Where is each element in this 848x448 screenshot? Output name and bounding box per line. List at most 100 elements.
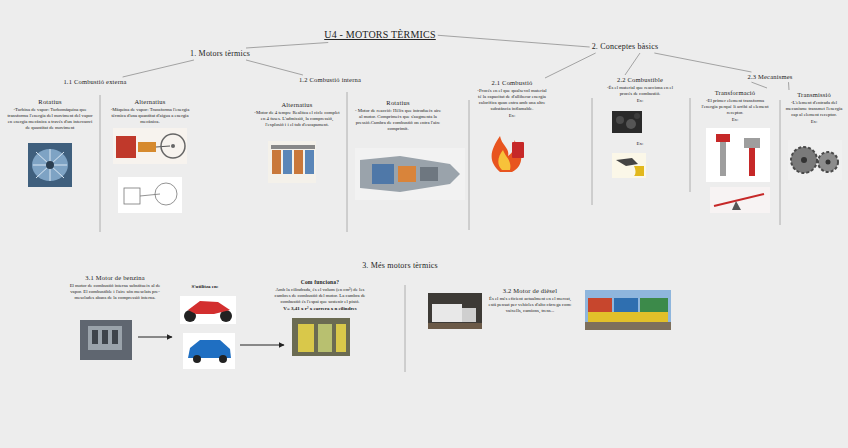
cylinder-picture bbox=[292, 318, 350, 356]
car-body bbox=[188, 340, 231, 358]
gear-axle bbox=[801, 157, 807, 163]
picture-ground bbox=[710, 187, 770, 213]
picture-ground bbox=[355, 148, 465, 200]
body-text: Ex: bbox=[475, 113, 549, 119]
heading-text: Transmissió bbox=[785, 91, 843, 99]
cylinder bbox=[138, 142, 156, 152]
separator-line bbox=[690, 98, 691, 192]
coal-lump bbox=[626, 119, 636, 129]
separator-line bbox=[347, 92, 348, 232]
heading-text: 3.1 Motor de benzina bbox=[65, 274, 165, 282]
wheel-outline bbox=[155, 183, 177, 205]
topic-heading: 1. Motors tèrmics bbox=[190, 49, 250, 59]
picture-ground bbox=[183, 333, 235, 369]
note-label: S'utilitza en: bbox=[191, 284, 218, 290]
flame-core bbox=[498, 150, 510, 170]
wheel bbox=[193, 355, 201, 363]
turbine-rotor bbox=[32, 149, 68, 181]
turbine-blades bbox=[33, 149, 67, 181]
container bbox=[588, 298, 612, 312]
fire-picture bbox=[492, 136, 524, 172]
road bbox=[428, 323, 482, 329]
heading-text: 2.2 Combustible bbox=[603, 76, 677, 84]
heading-text: 2.3 Mecanismes bbox=[747, 73, 792, 81]
topic-block: 2.1 Combustió-Procés en el que qualsevol… bbox=[475, 79, 549, 119]
heading-text: Alternatius bbox=[105, 98, 195, 106]
picture-ground bbox=[612, 111, 642, 133]
gear bbox=[791, 147, 817, 173]
picture-ground bbox=[268, 141, 316, 183]
topic-heading: 1.1 Combustió externa bbox=[63, 78, 126, 86]
flywheel bbox=[161, 134, 185, 158]
topic-block: Com funciona?Amb la cilindrada, és el vo… bbox=[272, 279, 368, 312]
cylinder bbox=[298, 324, 314, 352]
picture-ground bbox=[428, 293, 482, 329]
picture-ground bbox=[585, 290, 671, 330]
topic-block: 2.2 Combustible-És el material que reacc… bbox=[603, 76, 677, 104]
body-text: -És el material que reacciona en el proc… bbox=[603, 85, 677, 97]
screw-head bbox=[744, 138, 760, 148]
topic-block: Alternatius-Motor de 4 temps: Realitza e… bbox=[253, 101, 341, 128]
container bbox=[614, 298, 638, 312]
heading-text: Com funciona? bbox=[272, 279, 368, 286]
petrol-engine-picture bbox=[80, 320, 132, 360]
topic-heading: 2. Conceptes bàsics bbox=[592, 42, 659, 52]
body-text: Ex: bbox=[785, 119, 843, 125]
picture-ground bbox=[706, 128, 770, 182]
wheel bbox=[219, 355, 227, 363]
gear-axle bbox=[826, 160, 831, 165]
compressor bbox=[372, 164, 394, 184]
topic-block: Transmissió-L'element d'entrada del meca… bbox=[785, 91, 843, 125]
heading-text: Alternatius bbox=[253, 101, 341, 109]
picture-ground bbox=[180, 296, 236, 324]
cylinder bbox=[92, 330, 98, 344]
cylinder bbox=[305, 150, 314, 174]
heading-text: Rotatius bbox=[6, 98, 94, 106]
topic-heading: 2.3 Mecanismes bbox=[747, 73, 792, 81]
flywheel-hub bbox=[171, 144, 175, 148]
branch-line bbox=[246, 60, 303, 75]
car-picture bbox=[183, 333, 235, 369]
boiler bbox=[116, 136, 136, 158]
body-text: Ex: bbox=[603, 98, 677, 104]
separator-lines bbox=[100, 92, 780, 372]
branch-line bbox=[123, 60, 194, 77]
cylinder bbox=[102, 330, 108, 344]
heading-text: U4 - MOTORS TÈRMICS bbox=[324, 29, 436, 42]
heading-text: Transformació bbox=[699, 89, 771, 97]
four-stroke-picture bbox=[268, 141, 316, 183]
cylinder bbox=[336, 324, 346, 352]
turbine-picture bbox=[28, 143, 72, 187]
topic-heading: U4 - MOTORS TÈRMICS bbox=[324, 29, 436, 42]
picture-ground bbox=[292, 318, 350, 356]
wagons bbox=[588, 312, 668, 322]
picture-ground bbox=[612, 153, 646, 178]
flow-arrow bbox=[138, 337, 172, 338]
branch-line bbox=[246, 43, 328, 49]
picture-ground bbox=[118, 177, 182, 213]
picture-ground bbox=[788, 140, 842, 180]
heading-text: 2. Conceptes bàsics bbox=[592, 42, 659, 52]
branch-line bbox=[788, 82, 789, 90]
bodywork bbox=[188, 301, 230, 314]
body-text: -Procés en el que qualsevol material té … bbox=[475, 88, 549, 112]
cylinder bbox=[318, 324, 332, 352]
train-picture bbox=[585, 290, 671, 330]
gear-picture bbox=[788, 140, 842, 180]
turbine-hub bbox=[46, 161, 54, 169]
body-text: -Motor de 4 temps: Realitza el cicle com… bbox=[253, 110, 341, 128]
engine-casing bbox=[360, 156, 460, 192]
motorcycle-picture bbox=[180, 296, 236, 324]
topic-heading: 1.2 Combustió interna bbox=[299, 76, 361, 84]
turbine bbox=[420, 167, 438, 181]
truck-picture bbox=[428, 293, 482, 329]
branch-line bbox=[654, 53, 751, 72]
gear bbox=[818, 152, 838, 172]
cylinder-outline bbox=[124, 188, 140, 204]
heading-text: 3. Més motors tèrmics bbox=[362, 261, 438, 271]
trailer bbox=[432, 304, 462, 322]
body-text: El motor de combustió interna substituei… bbox=[65, 283, 165, 301]
